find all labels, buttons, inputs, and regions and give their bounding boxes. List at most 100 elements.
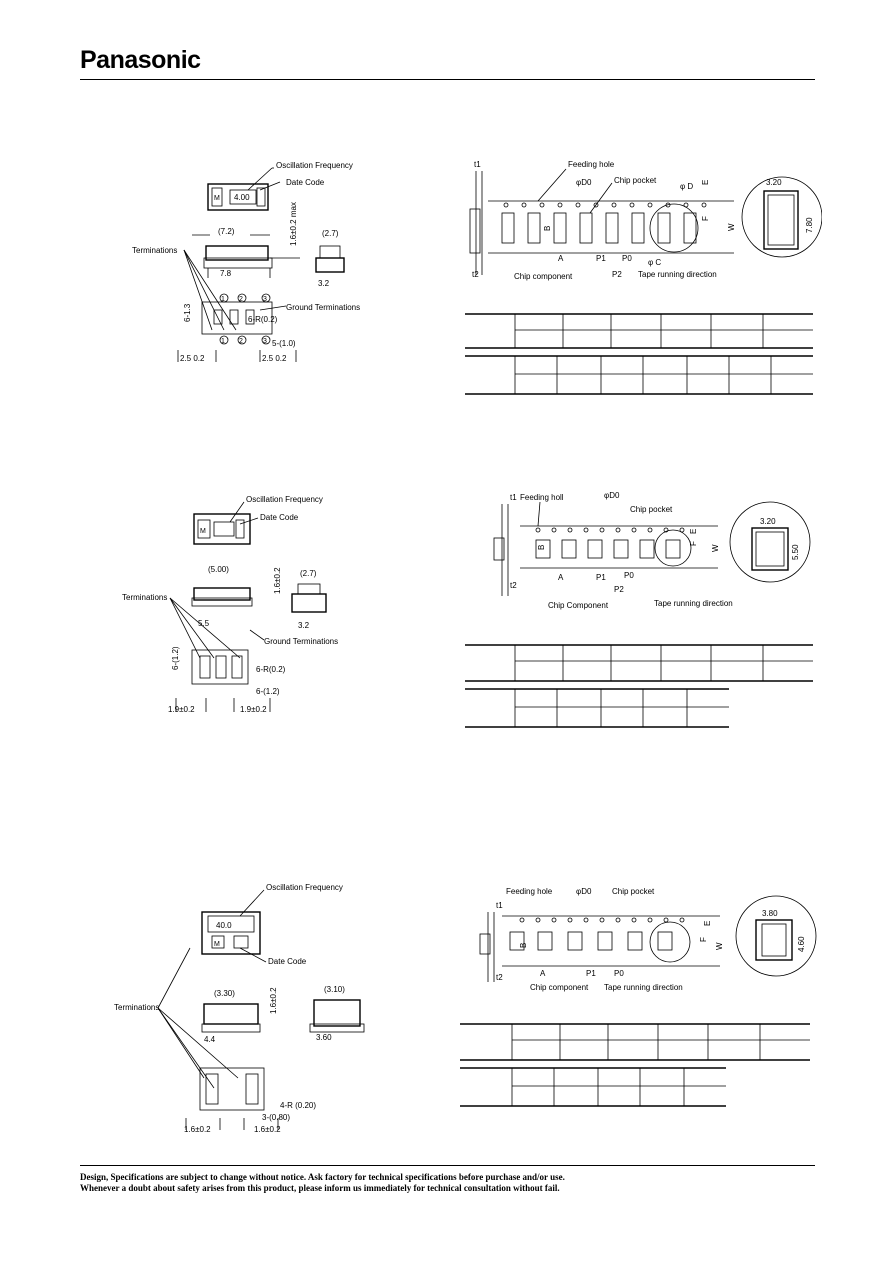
svg-text:Chip pocket: Chip pocket	[614, 176, 657, 185]
svg-text:t1: t1	[474, 160, 481, 169]
svg-text:7.8: 7.8	[220, 269, 232, 278]
svg-text:A: A	[540, 969, 546, 978]
svg-text:P1: P1	[596, 573, 606, 582]
svg-text:P1: P1	[586, 969, 596, 978]
svg-text:6-R(0.2): 6-R(0.2)	[256, 665, 286, 674]
svg-text:t1: t1	[496, 901, 503, 910]
feed-holes-row	[503, 202, 707, 208]
svg-text:(2.7): (2.7)	[300, 569, 317, 578]
svg-text:Date Code: Date Code	[268, 957, 307, 966]
svg-text:Terminations: Terminations	[114, 1003, 159, 1012]
svg-text:Chip Component: Chip Component	[548, 601, 609, 610]
osc-label: Oscillation Frequency	[276, 161, 353, 170]
svg-text:P2: P2	[614, 585, 624, 594]
tape-3-dimension-table	[460, 1023, 810, 1107]
svg-text:2.5 0.2: 2.5 0.2	[180, 354, 205, 363]
svg-text:1: 1	[221, 296, 225, 303]
svg-text:3.2: 3.2	[298, 621, 310, 630]
svg-text:6-(1.2): 6-(1.2)	[256, 687, 280, 696]
svg-text:E: E	[703, 921, 712, 926]
svg-text:5.5: 5.5	[198, 619, 210, 628]
package-1-outline-drawing: M 4.00 Oscillation Frequency Date Code (…	[132, 161, 360, 363]
svg-text:M: M	[214, 941, 220, 948]
svg-text:Chip component: Chip component	[530, 983, 589, 992]
svg-text:E: E	[689, 529, 698, 534]
svg-text:(2.7): (2.7)	[322, 229, 339, 238]
svg-text:F: F	[699, 937, 708, 942]
svg-text:E: E	[701, 180, 710, 185]
svg-text:6-1.3: 6-1.3	[183, 303, 192, 322]
svg-text:φ D: φ D	[680, 182, 693, 191]
svg-text:φD0: φD0	[604, 491, 620, 500]
svg-text:1.6±0.2 max: 1.6±0.2 max	[289, 202, 298, 246]
svg-text:3: 3	[263, 296, 267, 303]
svg-text:W: W	[711, 544, 720, 552]
package-3-outline-drawing: 40.0 M Oscillation Frequency Date Code (…	[114, 883, 365, 1134]
svg-text:3: 3	[263, 338, 267, 345]
svg-text:Feeding hole: Feeding hole	[506, 887, 553, 896]
svg-text:3.2: 3.2	[318, 279, 330, 288]
svg-text:1.9±0.2: 1.9±0.2	[240, 705, 267, 714]
footer-line-1: Design, Specifications are subject to ch…	[80, 1172, 565, 1182]
svg-text:(3.30): (3.30)	[214, 989, 235, 998]
svg-text:t2: t2	[510, 581, 517, 590]
svg-text:Tape running direction: Tape running direction	[638, 270, 717, 279]
tape-2-dimension-table	[465, 644, 813, 728]
freq-label: 4.00	[234, 193, 250, 202]
svg-text:t1: t1	[510, 493, 517, 502]
tape-3-drawing: t1 t2 Feeding hole φD0 Chip pocket E F W…	[479, 887, 817, 992]
footer-disclaimer: Design, Specifications are subject to ch…	[80, 1172, 565, 1194]
package-2-outline-drawing: M Oscillation Frequency Date Code (5.00)…	[122, 495, 338, 714]
svg-text:Chip pocket: Chip pocket	[630, 505, 673, 514]
svg-text:M: M	[200, 528, 206, 535]
svg-text:F: F	[689, 541, 698, 546]
ground-terminations-label: Ground Terminations	[286, 303, 360, 312]
svg-text:t2: t2	[496, 973, 503, 982]
svg-text:5-(1.0): 5-(1.0)	[272, 339, 296, 348]
svg-text:Chip component: Chip component	[514, 272, 573, 281]
svg-text:4-R (0.20): 4-R (0.20)	[280, 1101, 316, 1110]
svg-text:P2: P2	[612, 270, 622, 279]
footer-rule	[80, 1165, 815, 1166]
svg-text:B: B	[543, 226, 552, 231]
svg-text:Tape running direction: Tape running direction	[604, 983, 683, 992]
svg-text:Oscillation Frequency: Oscillation Frequency	[266, 883, 343, 892]
svg-text:6-(1.2): 6-(1.2)	[171, 646, 180, 670]
svg-text:4.4: 4.4	[204, 1035, 216, 1044]
mark-m: M	[214, 195, 220, 202]
svg-text:(7.2): (7.2)	[218, 227, 235, 236]
svg-text:2: 2	[239, 338, 243, 345]
panasonic-logo: Panasonic	[80, 46, 201, 74]
svg-text:5.50: 5.50	[791, 544, 800, 560]
svg-text:A: A	[558, 573, 564, 582]
svg-text:B: B	[537, 545, 546, 550]
footer-line-2: Whenever a doubt about safety arises fro…	[80, 1183, 560, 1193]
svg-text:1.9±0.2: 1.9±0.2	[168, 705, 195, 714]
svg-text:Terminations: Terminations	[122, 593, 167, 602]
svg-text:1.6±0.2: 1.6±0.2	[273, 567, 282, 594]
svg-text:Ground Terminations: Ground Terminations	[264, 637, 338, 646]
svg-text:Feeding holl: Feeding holl	[520, 493, 564, 502]
svg-text:(5.00): (5.00)	[208, 565, 229, 574]
svg-text:P0: P0	[624, 571, 634, 580]
svg-text:7.80: 7.80	[805, 217, 814, 233]
terminations-label: Terminations	[132, 246, 177, 255]
svg-text:Feeding hole: Feeding hole	[568, 160, 615, 169]
svg-text:6-R(0.2): 6-R(0.2)	[248, 315, 278, 324]
svg-text:3.20: 3.20	[766, 178, 782, 187]
svg-text:P0: P0	[622, 254, 632, 263]
svg-text:Oscillation Frequency: Oscillation Frequency	[246, 495, 323, 504]
svg-text:4.60: 4.60	[797, 936, 806, 952]
svg-text:P1: P1	[596, 254, 606, 263]
svg-text:2: 2	[239, 296, 243, 303]
svg-text:2.5 0.2: 2.5 0.2	[262, 354, 287, 363]
tape-2-drawing: t1 t2 Feeding holl φD0 Chip pocket E F W…	[493, 491, 811, 610]
svg-text:Tape running direction: Tape running direction	[654, 599, 733, 608]
svg-text:F: F	[701, 216, 710, 221]
svg-text:φ C: φ C	[648, 258, 661, 267]
svg-text:P0: P0	[614, 969, 624, 978]
header-rule	[80, 79, 815, 80]
svg-text:3.80: 3.80	[762, 909, 778, 918]
tape-1-drawing: t1 t2 Feeding hole φD0 Chip pocket φ D φ…	[469, 160, 822, 281]
tape-1-dimension-table	[465, 313, 813, 395]
